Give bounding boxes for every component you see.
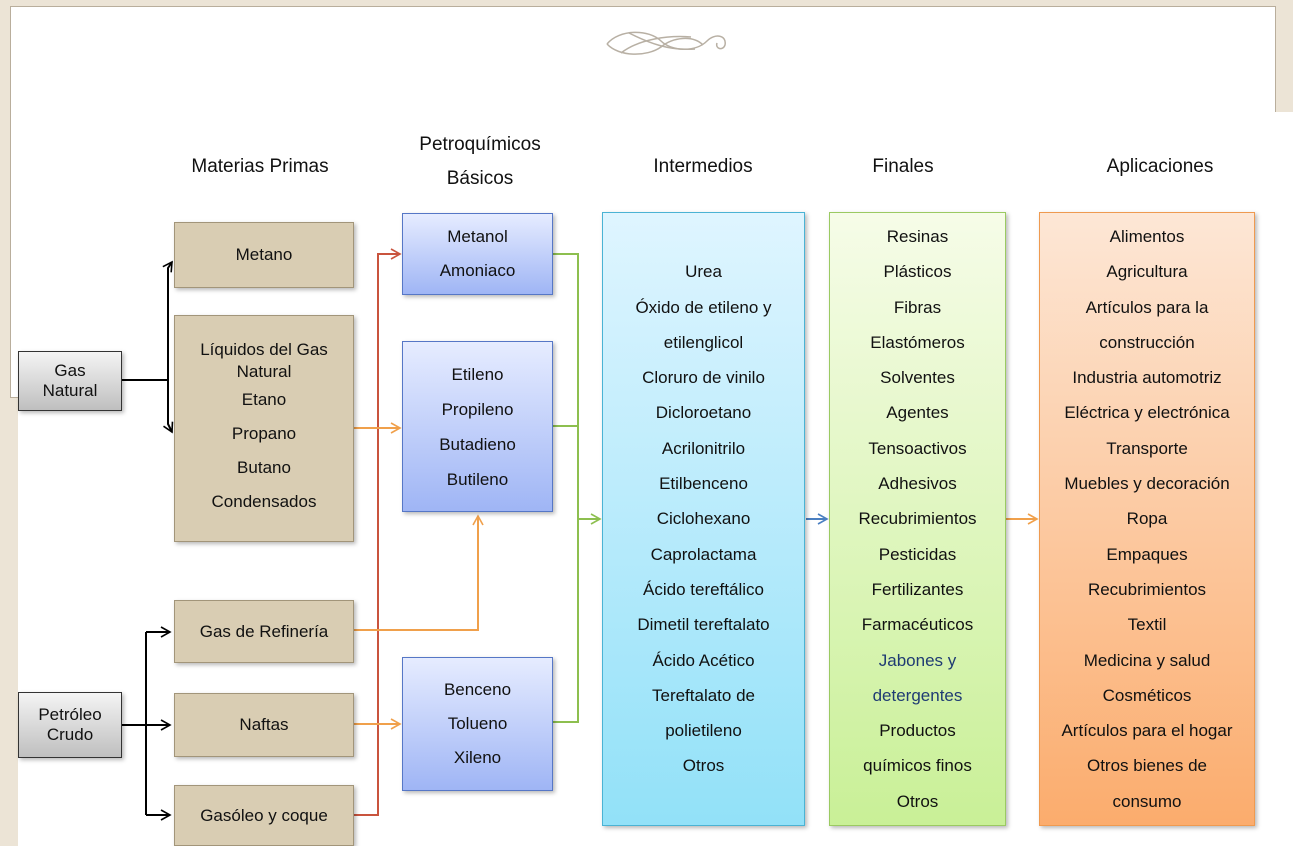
gas-natural-line1: Gas [54,361,86,380]
final-item: Elastómeros [870,332,965,352]
aplicacion-item: Artículos para el hogar [1061,721,1233,741]
final-item: Recubrimientos [858,509,977,529]
aplicacion-item: Artículos para la [1085,297,1209,317]
source-petroleo-crudo: Petróleo Crudo [18,692,122,758]
box-gas-refineria: Gas de Refinería [174,600,354,663]
intermedio-item: etilenglicol [663,332,744,352]
box-finales: Resinas Plásticos Fibras Elastómeros Sol… [829,212,1006,826]
final-item: Productos [879,721,956,741]
intermedio-item: Óxido de etileno y [635,297,772,317]
box-metanol-amoniaco: Metanol Amoniaco [402,213,553,295]
aplicacion-item: Cosméticos [1102,685,1192,705]
aplicacion-item: construcción [1099,332,1195,352]
intermedio-item: Tereftalato de [651,685,755,705]
intermedio-item: polietileno [665,721,742,741]
final-item: detergentes [872,685,963,705]
final-item: Jabones y [878,650,957,670]
final-item: Farmacéuticos [861,615,974,635]
aplicacion-item: Otros bienes de [1086,756,1207,776]
box-metano: Metano [174,222,354,288]
box-intermedios: Urea Óxido de etileno y etilenglicol Clo… [602,212,805,826]
box-gasoleo-coque: Gasóleo y coque [174,785,354,846]
aplicacion-item: Eléctrica y electrónica [1064,403,1230,423]
petroleo-crudo-connectors [122,626,172,821]
final-item: Solventes [880,368,955,388]
header-aplicaciones: Aplicaciones [1106,156,1214,177]
tolueno-label: Tolueno [447,714,508,733]
box-aplicaciones: Alimentos Agricultura Artículos para la … [1039,212,1255,826]
aplicacion-item: Transporte [1106,438,1188,458]
box-liquidos-gas-natural: Líquidos del Gas Natural Etano Propano B… [174,315,354,542]
final-item: Fertilizantes [871,579,964,599]
final-item: Adhesivos [878,474,957,494]
aplicacion-item: consumo [1112,791,1182,811]
final-item: Fibras [893,297,942,317]
gasoleo-label: Gasóleo y coque [200,805,328,825]
liquidos-butano: Butano [237,457,291,477]
header-finales: Finales [872,156,934,177]
amoniaco-label: Amoniaco [439,261,516,280]
aplicacion-item: Textil [1127,615,1167,635]
final-item: Plásticos [883,262,952,282]
box-naftas: Naftas [174,693,354,757]
etileno-label: Etileno [451,364,504,384]
box-aromaticos: Benceno Tolueno Xileno [402,657,553,791]
final-item: químicos finos [863,756,972,776]
aplicacion-item: Medicina y salud [1083,650,1211,670]
flourish-ornament [606,31,726,55]
box-olefinas: Etileno Propileno Butadieno Butileno [402,341,553,512]
intermedio-item: Ácido tereftálico [643,579,764,599]
liquidos-line2: Natural [236,361,292,381]
metano-label: Metano [235,245,293,264]
aplicacion-item: Alimentos [1109,226,1185,246]
final-item: Resinas [886,226,949,246]
gas-natural-line2: Natural [42,381,98,400]
gasoleo-to-metanol-arrow [354,248,402,816]
intermedio-item: Acrilonitrilo [661,438,746,458]
aplicacion-item: Recubrimientos [1087,579,1207,599]
gas-natural-connectors [122,260,174,434]
intermedio-item: Dimetil tereftalato [637,615,770,635]
source-gas-natural: Gas Natural [18,351,122,411]
final-item: Agentes [886,403,949,423]
petroleo-crudo-line2: Crudo [46,725,94,744]
header-petroquimicos-basicos: Petroquímicos Básicos [380,128,580,196]
aplicacion-item: Empaques [1106,544,1188,564]
butileno-label: Butileno [446,469,509,489]
header-petroquimicos-line2: Básicos [446,168,514,189]
final-item: Pesticidas [878,544,957,564]
benceno-label: Benceno [443,680,512,699]
intermedio-item: Dicloroetano [655,403,752,423]
basicos-to-intermedios-bracket [553,253,602,723]
aplicacion-item: Industria automotriz [1072,368,1222,388]
intermedio-item: Otros [682,756,725,776]
intermedio-item: Cloruro de vinilo [642,368,765,388]
aplicacion-item: Muebles y decoración [1064,474,1230,494]
naftas-label: Naftas [239,715,289,734]
liquidos-propano: Propano [231,423,297,443]
gas-refineria-label: Gas de Refinería [199,621,329,641]
propileno-label: Propileno [441,399,514,419]
intermedio-item: Etilbenceno [659,474,748,494]
final-item: Otros [896,791,939,811]
header-intermedios: Intermedios [653,156,753,177]
header-materias-primas: Materias Primas [191,156,329,177]
liquidos-condensados: Condensados [211,491,317,511]
metanol-label: Metanol [447,227,508,246]
petroleo-crudo-line1: Petróleo [38,705,102,724]
aplicacion-item: Ropa [1126,509,1168,529]
intermedio-item: Ácido Acético [652,650,755,670]
xileno-label: Xileno [453,748,502,767]
aplicacion-item: Agricultura [1106,262,1188,282]
liquidos-etano: Etano [241,389,287,409]
butadieno-label: Butadieno [439,434,516,454]
intermedio-item: Urea [685,262,722,282]
intermedio-item: Caprolactama [650,544,757,564]
liquidos-line1: Líquidos del Gas [200,339,328,359]
final-item: Tensoactivos [868,438,967,458]
orange-connectors [354,422,1039,730]
intermedio-item: Ciclohexano [656,509,751,529]
header-petroquimicos-line1: Petroquímicos [419,134,541,155]
